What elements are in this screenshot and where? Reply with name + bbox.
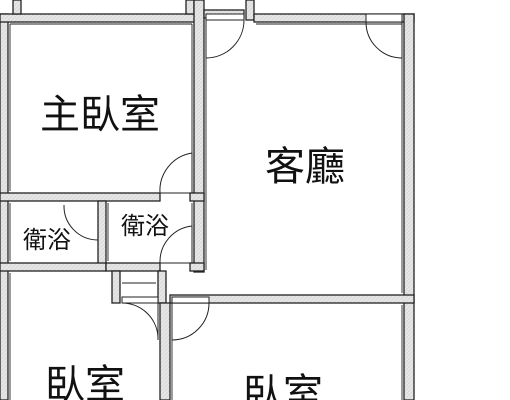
door-living-right [365,13,403,59]
door-master [159,152,193,194]
door-bed-right [171,296,210,341]
wall-bed-post-right [157,270,167,304]
wall-master-bottom-b [189,192,205,202]
door-bath-left [63,204,99,241]
label-bedroom-right: 臥室 [243,371,323,400]
wall-bed-post-left [111,270,121,304]
door-living-top [205,13,245,59]
wall-bath-bottom-left [0,262,107,272]
wall-bed-divider [159,302,171,400]
wall-bath-divider [97,200,107,270]
wall-master-bottom [0,192,161,202]
wall-bath-bottom-right [105,262,161,272]
wall-top-living-b [245,0,255,21]
wall-top-left [0,13,199,23]
wall-inner-lines [9,23,403,400]
door-bath-right [159,225,193,264]
wall-top-stub-1 [12,0,22,15]
label-bedroom-left: 臥室 [45,362,125,400]
label-bathroom-right: 衛浴 [121,212,169,240]
wall-living-bottom [169,294,415,304]
door-bed-left [121,296,159,341]
walls [0,0,415,400]
wall-bath-bottom-mid [189,262,205,272]
label-living-room: 客廳 [265,144,345,190]
label-bathroom-left: 衛浴 [23,226,71,254]
wall-right-outer [403,13,415,400]
label-master-bedroom: 主臥室 [40,92,160,138]
wall-left-outer [0,13,9,400]
doors [63,13,403,341]
wall-mid-column [193,0,205,273]
wall-top-stub-2 [185,0,195,15]
